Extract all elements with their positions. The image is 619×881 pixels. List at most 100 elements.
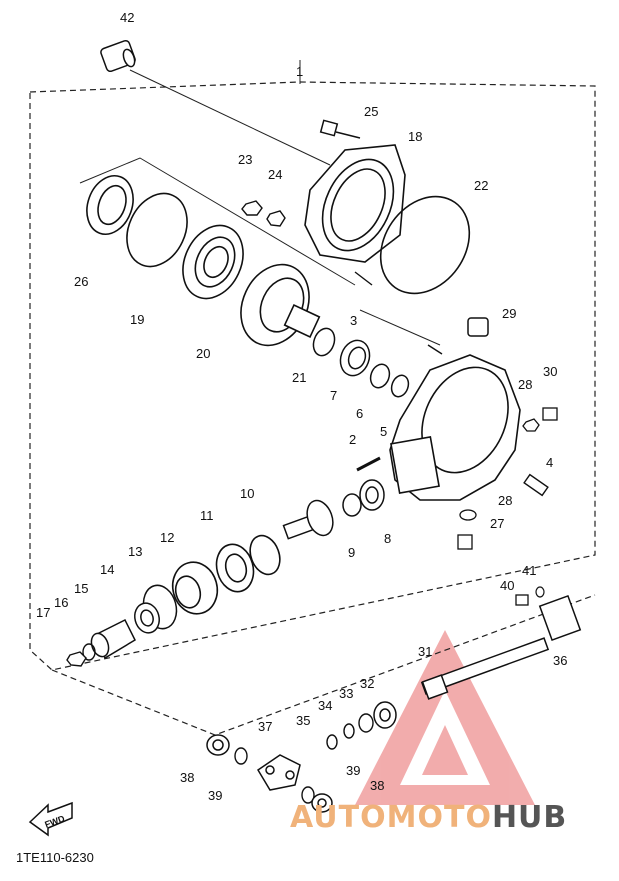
part-28-washer	[459, 509, 477, 521]
part-11-bearing	[215, 543, 255, 593]
part-ring-gear	[240, 263, 321, 347]
callout-31: 31	[418, 644, 432, 659]
part-18-housing-cover	[304, 144, 406, 263]
callout-26: 26	[74, 274, 88, 289]
part-37-universal-joint	[256, 754, 301, 791]
callout-23: 23	[238, 152, 252, 167]
callout-7: 7	[330, 388, 337, 403]
part-8-bearing	[359, 479, 385, 511]
part-15-coupling	[90, 618, 136, 660]
callout-35: 35	[296, 713, 310, 728]
callout-6: 6	[356, 406, 363, 421]
part-39b-clip	[301, 786, 315, 804]
part-32-bushing	[373, 701, 397, 729]
fwd-arrow-icon: FWD	[28, 801, 73, 837]
callout-39b: 39	[346, 763, 360, 778]
part-pinion-gear	[282, 499, 334, 540]
callout-28: 28	[518, 377, 532, 392]
callout-38b: 38	[370, 778, 384, 793]
part-4-pin	[523, 473, 549, 497]
part-23-nut	[241, 200, 263, 216]
part-12-bearing-housing	[171, 561, 219, 615]
callout-22: 22	[474, 178, 488, 193]
watermark-logo	[355, 630, 535, 805]
leader-3	[359, 309, 441, 346]
callout-30: 30	[543, 364, 557, 379]
part-26-seal	[86, 175, 134, 235]
callout-36: 36	[553, 653, 567, 668]
callout-17: 17	[36, 605, 50, 620]
part-19-oring	[126, 192, 188, 268]
part-25-bolt	[319, 119, 361, 139]
callout-11: 11	[200, 508, 214, 523]
callout-40: 40	[500, 578, 514, 593]
part-3-stud	[354, 271, 443, 355]
callout-42: 42	[120, 10, 134, 25]
callout-20: 20	[196, 346, 210, 361]
part-33-washer	[358, 713, 374, 733]
part-17-nut	[66, 651, 87, 667]
callout-9: 9	[348, 545, 355, 560]
drawing-code: 1TE110-6230	[16, 850, 94, 865]
callout-38: 38	[180, 770, 194, 785]
callout-4: 4	[546, 455, 553, 470]
callout-28b: 28	[498, 493, 512, 508]
callout-15: 15	[74, 581, 88, 596]
part-31-drive-shaft	[420, 637, 550, 700]
callout-18: 18	[408, 129, 422, 144]
watermark-part-a: AUTOMOTO	[290, 800, 492, 835]
callout-5: 5	[380, 424, 387, 439]
callout-13: 13	[128, 544, 142, 559]
part-21-shim	[312, 327, 336, 357]
part-40-cap	[515, 594, 529, 606]
part-35-ring	[326, 734, 338, 750]
callout-21: 21	[292, 370, 306, 385]
part-27-bolt	[457, 534, 473, 550]
group-label: 1	[296, 64, 303, 79]
part-2-stud	[356, 456, 381, 472]
part-5-collar	[390, 374, 410, 398]
part-6-washer	[369, 363, 391, 389]
part-39-clip	[234, 747, 248, 765]
part-14-seal	[134, 602, 160, 634]
watermark-text: AUTOMOTOHUB	[290, 800, 567, 835]
part-36-yoke	[538, 594, 582, 642]
callout-32: 32	[360, 676, 374, 691]
callout-34: 34	[318, 698, 332, 713]
callout-27: 27	[490, 516, 504, 531]
callout-2: 2	[349, 432, 356, 447]
callout-3: 3	[350, 313, 357, 328]
part-38-bushing	[206, 734, 230, 756]
part-29-cap	[467, 317, 489, 337]
callout-37: 37	[258, 719, 272, 734]
bearing-subframe	[79, 157, 356, 286]
watermark-part-b: HUB	[491, 800, 568, 835]
part-20-bearing	[182, 224, 244, 300]
callout-25: 25	[364, 104, 378, 119]
callout-29: 29	[502, 306, 516, 321]
callout-19: 19	[130, 312, 144, 327]
callout-24: 24	[268, 167, 282, 182]
part-16-washer	[82, 643, 96, 661]
callout-33: 33	[339, 686, 353, 701]
part-7-bearing	[339, 339, 371, 377]
callout-41: 41	[522, 563, 536, 578]
part-42-bushing	[100, 39, 136, 73]
part-22-oring	[379, 195, 471, 295]
part-41-washer	[535, 586, 545, 598]
leader-42	[129, 69, 331, 166]
callout-10: 10	[240, 486, 254, 501]
callout-16: 16	[54, 595, 68, 610]
part-30-bolt	[542, 407, 558, 421]
part-38b-bushing	[311, 793, 333, 813]
callout-12: 12	[160, 530, 174, 545]
part-main-gear-case	[389, 354, 521, 501]
callout-14: 14	[100, 562, 114, 577]
part-24-nut	[266, 210, 286, 227]
callout-39: 39	[208, 788, 222, 803]
part-9-shim	[342, 493, 362, 517]
callout-8: 8	[384, 531, 391, 546]
part-34-clip	[343, 723, 355, 739]
